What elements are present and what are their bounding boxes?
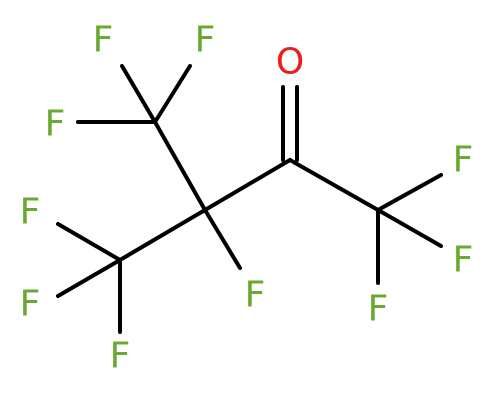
bonds [56,64,443,334]
bond-c1-f1 [120,64,157,124]
bond-c5-f1 [56,222,122,262]
bond-c3-c5 [118,208,207,262]
bond-c3-f [203,208,242,270]
bond-c6-f2 [376,208,443,248]
bond-c5-f2 [56,258,122,298]
fluorine-atom-label: F [20,284,41,325]
bond-c2-c6 [288,158,380,212]
bond-c1-f2 [153,64,192,124]
bond-c3-c2 [203,158,292,212]
fluorine-atom-label: F [20,192,41,233]
bond-c6-f1 [376,173,443,212]
atom-labels: F F F F F F F F F F O [20,20,474,377]
fluorine-atom-label: F [453,240,474,281]
oxygen-atom-label: O [276,42,304,83]
fluorine-atom-label: F [93,20,114,61]
bond-c1-c3 [153,120,207,212]
fluorine-atom-label: F [453,140,474,181]
fluorine-atom-label: F [368,289,389,330]
fluorine-atom-label: F [45,104,66,145]
fluorine-atom-label: F [110,336,131,377]
fluorine-atom-label: F [195,20,216,61]
fluorine-atom-label: F [245,275,266,316]
